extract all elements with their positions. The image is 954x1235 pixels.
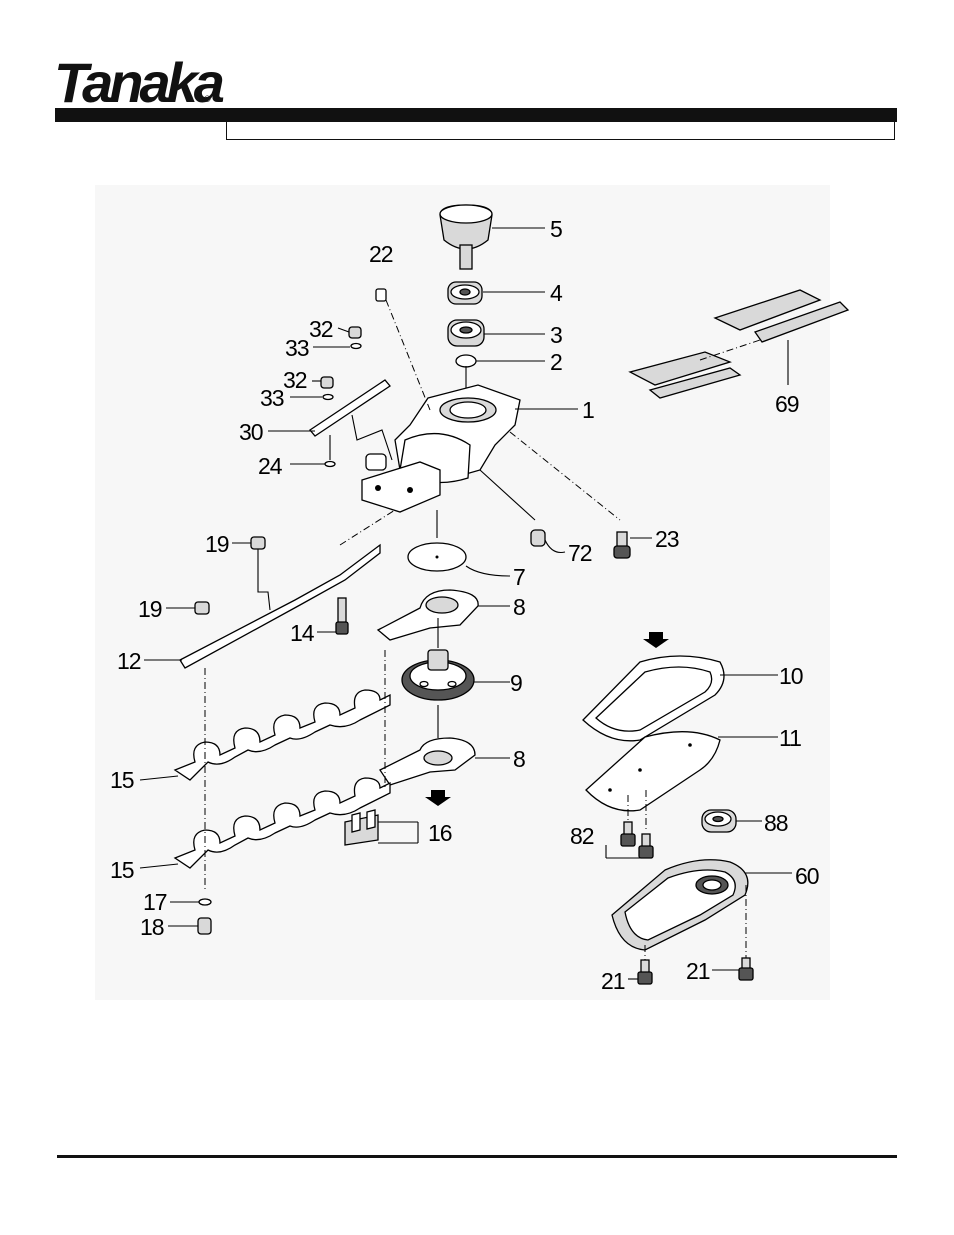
callout-8: 8 bbox=[513, 746, 525, 772]
callout-5: 5 bbox=[550, 216, 562, 242]
callout-8: 8 bbox=[513, 594, 525, 620]
part-82-screws bbox=[605, 790, 654, 859]
part-22-grease-nipple bbox=[375, 288, 431, 411]
part-69-blade-set bbox=[628, 289, 850, 399]
callout-32: 32 bbox=[283, 367, 307, 393]
callout-4: 4 bbox=[550, 280, 563, 306]
callout-17: 17 bbox=[143, 889, 167, 915]
callout-1: 1 bbox=[582, 397, 594, 423]
part-11-plate bbox=[585, 731, 778, 812]
registered-mark: ® bbox=[204, 94, 211, 104]
part-9-gear bbox=[401, 618, 510, 701]
callout-19: 19 bbox=[138, 596, 162, 622]
callout-24: 24 bbox=[258, 453, 283, 479]
callout-14: 14 bbox=[290, 620, 315, 646]
blade-holder-block bbox=[361, 453, 441, 513]
callout-22: 22 bbox=[369, 241, 393, 267]
callout-21: 21 bbox=[686, 958, 710, 984]
callout-18: 18 bbox=[140, 914, 164, 940]
callout-9: 9 bbox=[510, 670, 522, 696]
part-15-lower-blade bbox=[139, 777, 391, 869]
part-88-bearing bbox=[701, 809, 762, 833]
part-8-upper-plate bbox=[376, 589, 510, 641]
part-60-cover bbox=[611, 859, 792, 960]
part-21-screws bbox=[628, 945, 754, 985]
callout-69: 69 bbox=[775, 391, 799, 417]
footer-rule bbox=[57, 1155, 897, 1158]
callout-3: 3 bbox=[550, 322, 562, 348]
part-7-plate bbox=[407, 510, 511, 577]
logo-wordmark: Tanaka bbox=[54, 51, 224, 110]
header-rule bbox=[55, 108, 897, 122]
tanaka-logo: Tanaka ® bbox=[54, 51, 224, 110]
callout-23: 23 bbox=[655, 526, 679, 552]
part-15-upper-blade bbox=[139, 689, 391, 781]
part-5-cup bbox=[439, 204, 545, 270]
callout-19: 19 bbox=[205, 531, 229, 557]
callout-33: 33 bbox=[285, 335, 309, 361]
part-2-snap-ring bbox=[455, 354, 545, 368]
callout-60: 60 bbox=[795, 863, 819, 889]
part-8-lower-plate bbox=[379, 705, 510, 786]
callout-72: 72 bbox=[568, 540, 592, 566]
part-72-nut bbox=[479, 469, 566, 554]
callout-11: 11 bbox=[779, 725, 801, 751]
arrow-down-icon bbox=[425, 790, 451, 806]
callout-30: 30 bbox=[239, 419, 263, 445]
part-23-bolt bbox=[509, 431, 652, 559]
callout-12: 12 bbox=[117, 648, 141, 674]
parts-19-14-12-bar bbox=[144, 509, 396, 669]
callout-15: 15 bbox=[110, 767, 134, 793]
callout-32: 32 bbox=[309, 316, 333, 342]
part-4-bearing bbox=[447, 281, 545, 305]
title-box bbox=[226, 121, 895, 140]
callout-10: 10 bbox=[779, 663, 803, 689]
parts-17-18-bolt bbox=[168, 898, 212, 935]
callout-33: 33 bbox=[260, 385, 284, 411]
callout-88: 88 bbox=[764, 810, 788, 836]
callout-15: 15 bbox=[110, 857, 134, 883]
callout-16: 16 bbox=[428, 820, 452, 846]
part-16-clip bbox=[344, 809, 419, 846]
callout-82: 82 bbox=[570, 823, 594, 849]
callout-7: 7 bbox=[513, 564, 525, 590]
arrow-down-icon bbox=[643, 632, 669, 648]
part-3-bearing bbox=[447, 319, 545, 347]
callout-2: 2 bbox=[550, 349, 562, 375]
callout-labels: 5 4 3 2 1 22 32 33 32 33 30 24 23 72 7 8… bbox=[110, 216, 820, 994]
callout-21: 21 bbox=[601, 968, 625, 994]
parts-32-33-30-24-stack bbox=[268, 326, 393, 468]
part-1-gear-case bbox=[394, 384, 578, 484]
part-10-gasket bbox=[582, 655, 778, 742]
